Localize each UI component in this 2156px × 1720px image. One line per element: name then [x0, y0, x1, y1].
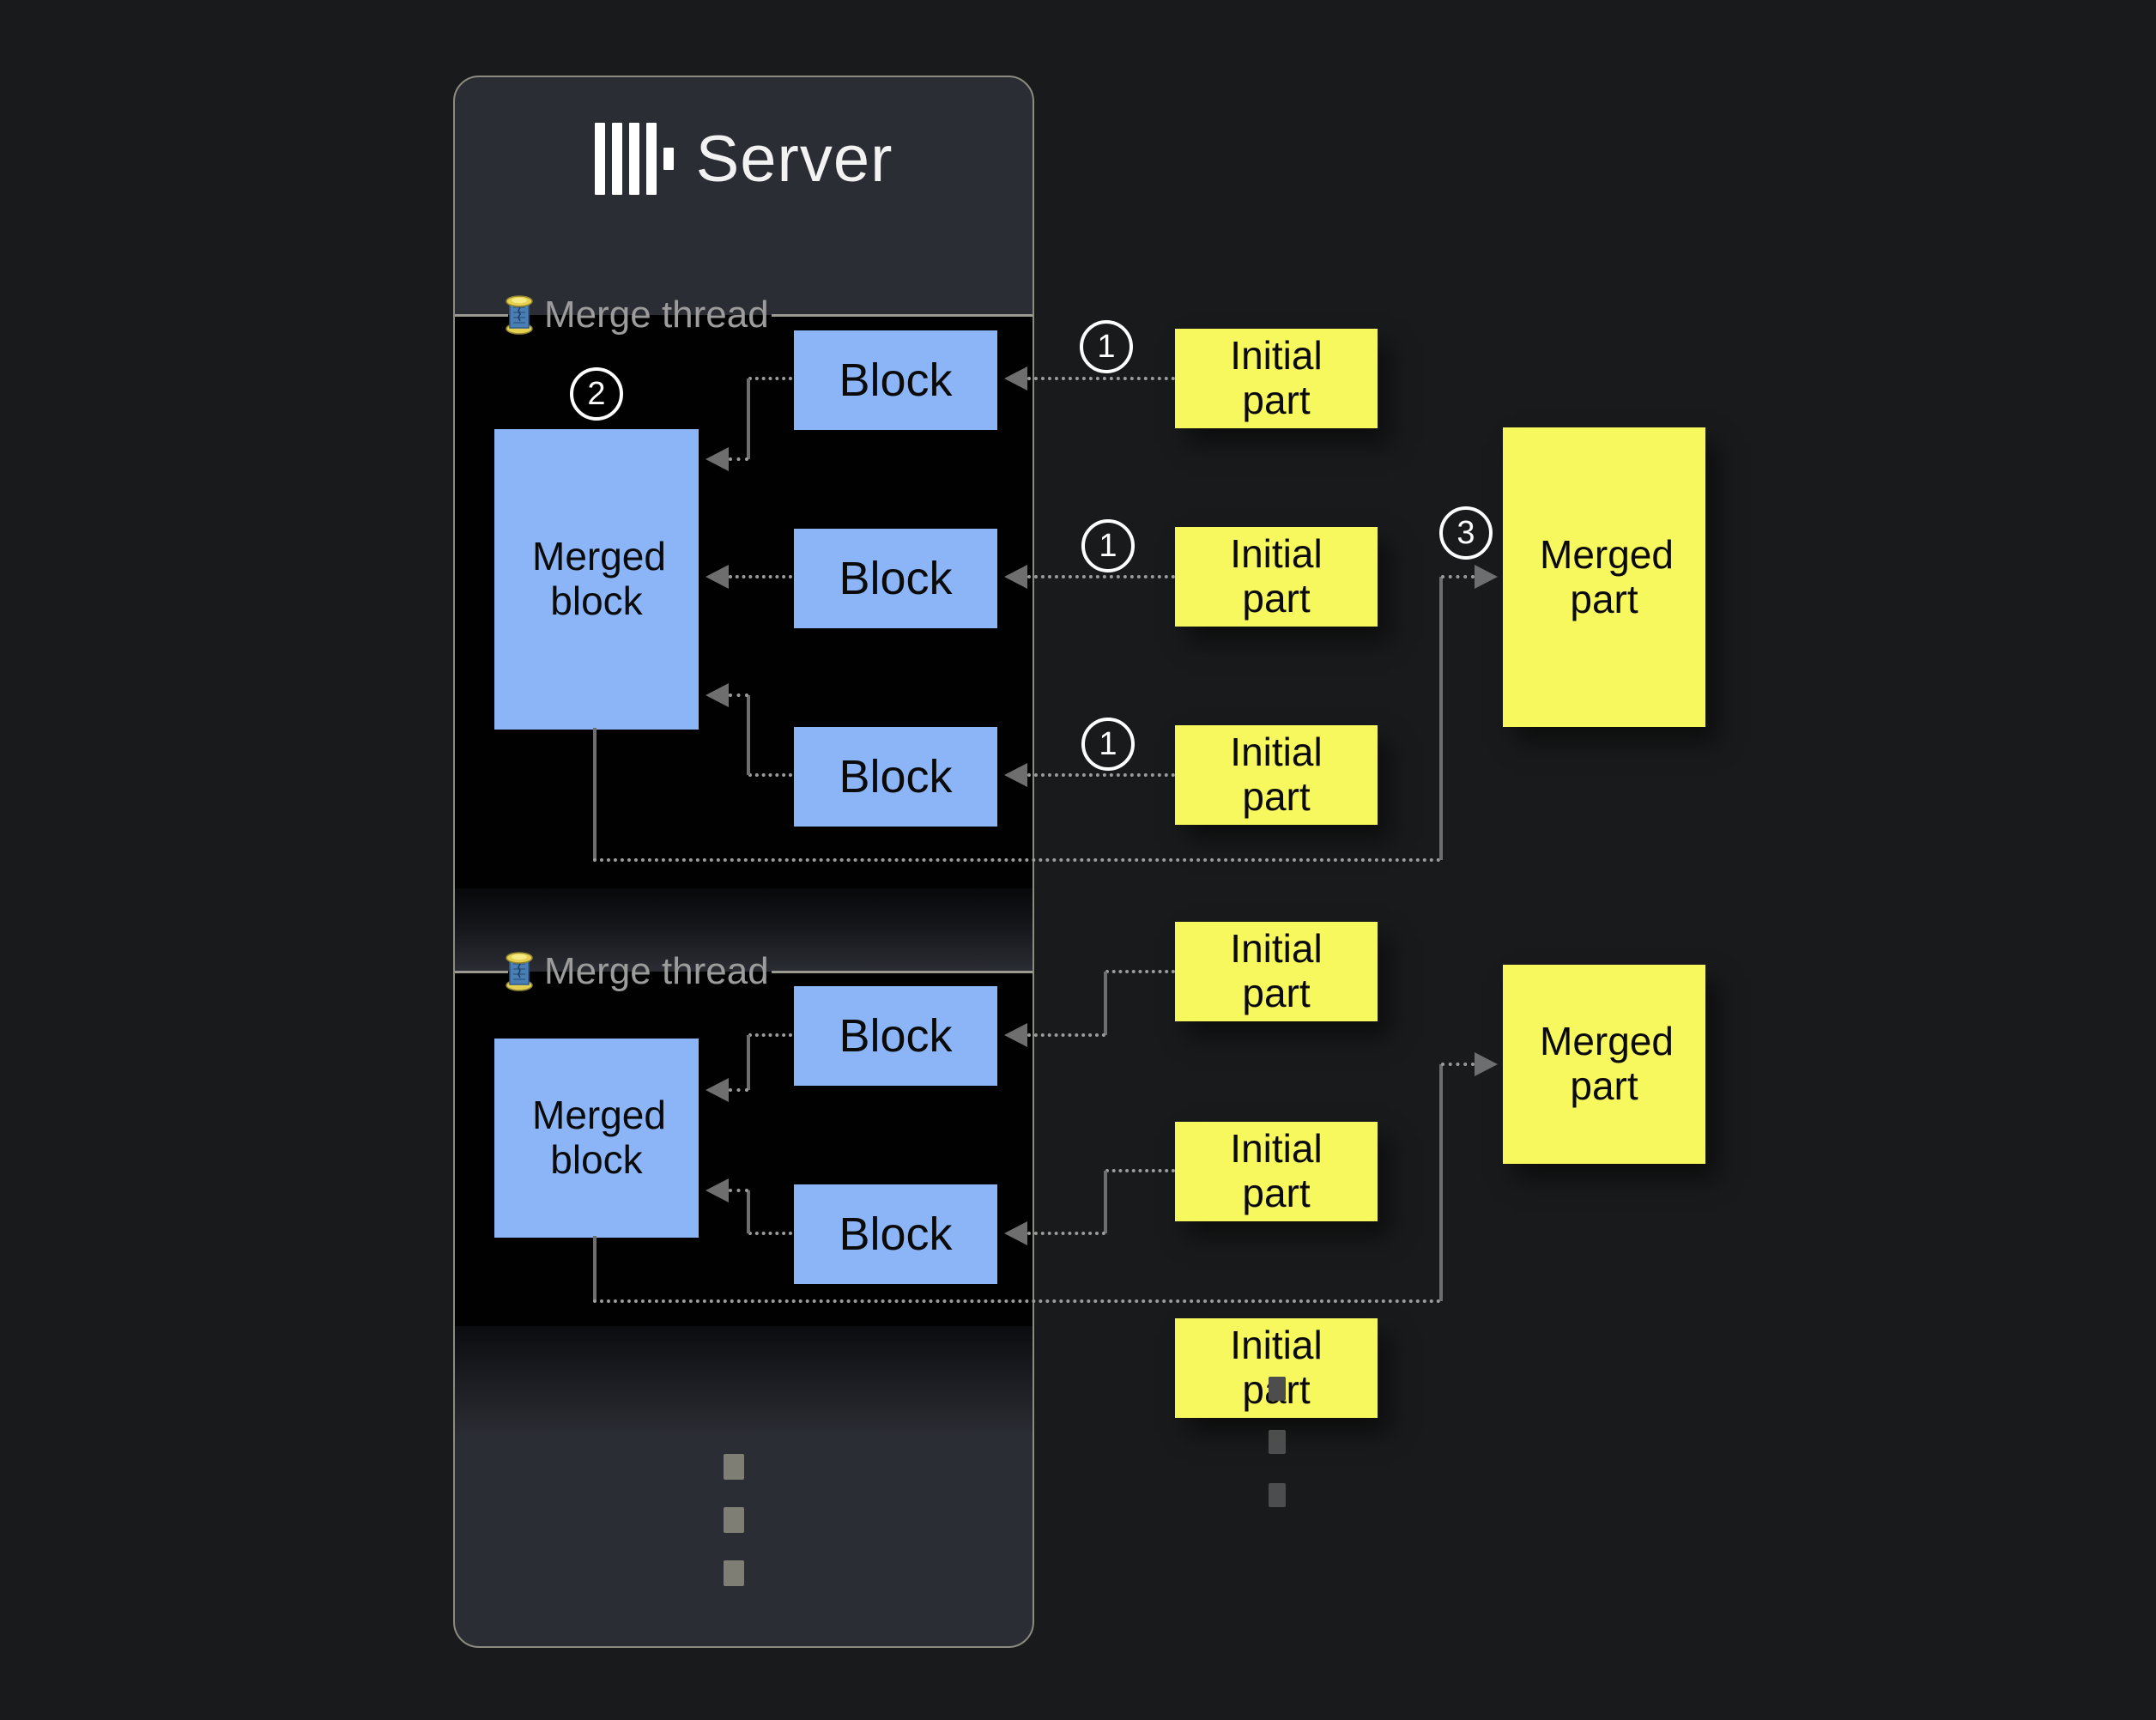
connector [1439, 577, 1443, 860]
arrowhead-left-icon [706, 447, 729, 471]
vertical-ellipsis-icon [724, 1507, 744, 1533]
arrowhead-left-icon [706, 683, 729, 707]
connector [729, 575, 792, 578]
arrowhead-left-icon [706, 1078, 729, 1102]
step-badge-1a: 1 [1080, 320, 1133, 373]
initial-part-6: Initial part [1175, 1318, 1378, 1418]
merged-part-2: Merged part [1503, 965, 1705, 1164]
server-title: Server [695, 122, 893, 196]
connector [1027, 1033, 1105, 1037]
legend-line-left-1 [455, 314, 508, 317]
initial-part-3: Initial part [1175, 725, 1378, 825]
vertical-ellipsis-icon [724, 1560, 744, 1586]
connector [748, 1232, 792, 1235]
block-1-2: Block [794, 529, 997, 628]
connector [593, 1299, 1441, 1303]
merged-part-1: Merged part [1503, 427, 1705, 727]
arrowhead-right-icon [1475, 565, 1498, 589]
thread-spool-icon [506, 295, 533, 335]
connector [747, 379, 750, 459]
arrowhead-left-icon [1004, 1221, 1027, 1245]
connector [593, 1236, 597, 1301]
connector [1027, 1232, 1105, 1235]
step-badge-2: 2 [570, 367, 623, 421]
merged-block-1: Merged block [494, 429, 699, 730]
connector [1441, 1063, 1475, 1066]
merge-thread-label-1: Merge thread [544, 294, 769, 336]
legend-line-right-1 [772, 314, 1033, 317]
connector [1105, 1169, 1175, 1172]
block-2-1: Block [794, 986, 997, 1086]
connector [1027, 773, 1175, 777]
server-panel: Server Merge thread [453, 76, 1034, 1648]
legend-line-right-2 [772, 971, 1033, 973]
server-header: Server [455, 77, 1033, 240]
initial-part-2: Initial part [1175, 527, 1378, 627]
thread-spool-icon [506, 952, 533, 991]
connector [1105, 970, 1175, 973]
vertical-ellipsis-icon [1269, 1377, 1286, 1401]
connector [729, 1088, 748, 1092]
connector [1439, 1064, 1443, 1301]
connector [1027, 377, 1175, 380]
connector [1104, 1171, 1107, 1233]
step-badge-1b: 1 [1081, 519, 1135, 572]
arrowhead-left-icon [1004, 763, 1027, 787]
block-1-1: Block [794, 330, 997, 430]
connector [748, 773, 792, 777]
vertical-ellipsis-icon [1269, 1483, 1286, 1507]
connector [593, 858, 1441, 862]
connector [729, 457, 748, 461]
vertical-ellipsis-icon [1269, 1430, 1286, 1454]
block-2-2: Block [794, 1184, 997, 1284]
merge-thread-legend-1: Merge thread [505, 291, 769, 339]
merge-thread-legend-2: Merge thread [505, 948, 769, 996]
connector [747, 695, 750, 775]
clickhouse-logo-icon [594, 123, 674, 195]
legend-line-left-2 [455, 971, 508, 973]
arrowhead-left-icon [706, 1178, 729, 1202]
connector [748, 377, 792, 380]
arrowhead-left-icon [1004, 565, 1027, 589]
block-1-3: Block [794, 727, 997, 827]
connector [1441, 575, 1475, 578]
arrowhead-left-icon [1004, 366, 1027, 391]
connector [1027, 575, 1175, 578]
connector [1104, 972, 1107, 1035]
arrowhead-left-icon [706, 565, 729, 589]
connector [747, 1035, 750, 1090]
vertical-ellipsis-icon [724, 1454, 744, 1480]
merge-thread-label-2: Merge thread [544, 950, 769, 992]
merged-block-2: Merged block [494, 1039, 699, 1238]
arrowhead-right-icon [1475, 1052, 1498, 1076]
connector [729, 1189, 748, 1192]
connector [593, 728, 597, 860]
arrowhead-left-icon [1004, 1023, 1027, 1047]
step-badge-1c: 1 [1081, 718, 1135, 771]
step-badge-3: 3 [1439, 506, 1493, 560]
section-bottom-shadow [455, 1326, 1033, 1438]
initial-part-5: Initial part [1175, 1122, 1378, 1221]
initial-part-4: Initial part [1175, 922, 1378, 1021]
connector [729, 693, 748, 697]
initial-part-1: Initial part [1175, 329, 1378, 428]
connector [748, 1033, 792, 1037]
connector [747, 1190, 750, 1233]
section-gap-shadow [455, 888, 1033, 972]
